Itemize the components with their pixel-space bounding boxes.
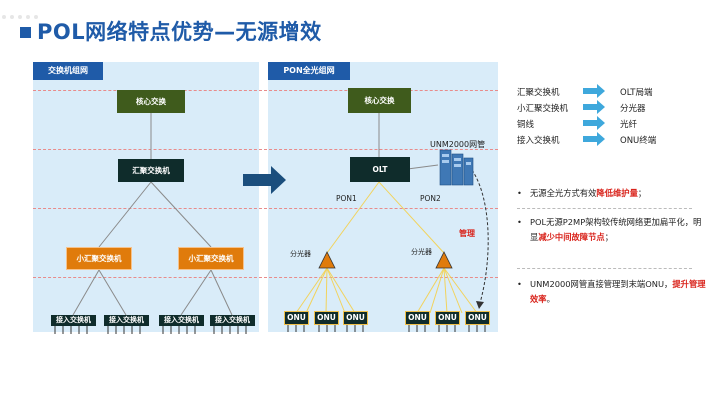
highlight-text: 提升管理效率 <box>530 279 706 304</box>
mini-aggregation-switch-node: 小汇聚交换机 <box>178 247 244 270</box>
access-switch-node: 接入交换机 <box>210 315 255 326</box>
decorative-dots-icon <box>2 15 38 19</box>
splitter-icon <box>435 251 453 269</box>
legend-from: 接入交换机 <box>517 136 560 146</box>
layer-divider <box>33 90 498 92</box>
onu-node: ONU <box>314 311 339 325</box>
legend-from: 小汇聚交换机 <box>517 104 569 114</box>
layer-divider <box>33 277 498 279</box>
onu-node: ONU <box>435 311 460 325</box>
bullet-divider <box>517 268 692 269</box>
onu-node: ONU <box>465 311 490 325</box>
bullet-item: • 无源全光方式有效降低维护量； <box>517 186 707 202</box>
legend-to: 光纤 <box>620 120 638 130</box>
legend-to: OLT局端 <box>620 88 653 98</box>
highlight-text: 降低维护量 <box>596 188 638 198</box>
bullet-dot-icon: • <box>517 217 522 227</box>
access-switch-node: 接入交换机 <box>104 315 149 326</box>
page-title: POL网络特点优势—无源增效 <box>37 20 322 44</box>
core-switch-node: 核心交换 <box>117 90 185 113</box>
bullet-dot-icon: • <box>517 279 522 289</box>
pon1-label: PON1 <box>336 194 357 203</box>
layer-divider <box>33 149 498 151</box>
splitter-icon <box>318 251 336 269</box>
aggregation-switch-node: 汇聚交换机 <box>118 159 184 182</box>
manage-label: 管理 <box>459 229 475 238</box>
bullet-dot-icon: • <box>517 188 522 198</box>
bullet-divider <box>517 208 692 209</box>
nms-server-icon <box>439 149 474 186</box>
splitter-label: 分光器 <box>411 248 432 256</box>
legend-to: 分光器 <box>620 104 646 114</box>
transform-arrow-icon <box>243 166 286 194</box>
legend-from: 铜线 <box>517 120 535 130</box>
switch-network-tab: 交换机组网 <box>33 62 103 80</box>
onu-node: ONU <box>284 311 309 325</box>
title-marker <box>20 27 31 38</box>
highlight-text: 减少中间故障节点 <box>538 232 605 242</box>
nms-label: UNM2000网管 <box>430 140 486 149</box>
legend-from: 汇聚交换机 <box>517 88 560 98</box>
bullet-item: • UNM2000网管直接管理到末端ONU，提升管理效率。 <box>517 279 706 304</box>
bullet-item: • POL无源P2MP架构较传统网络更加扁平化，明显减少中间故障节点； <box>517 217 702 242</box>
pon2-label: PON2 <box>420 194 441 203</box>
pon-core-switch-node: 核心交换 <box>348 88 411 113</box>
legend-to: ONU终端 <box>620 136 657 146</box>
mini-aggregation-switch-node: 小汇聚交换机 <box>66 247 132 270</box>
pon-network-tab: PON全光组网 <box>268 62 350 80</box>
splitter-label: 分光器 <box>290 250 311 258</box>
onu-node: ONU <box>405 311 430 325</box>
olt-node: OLT <box>350 157 410 182</box>
onu-node: ONU <box>343 311 368 325</box>
access-switch-node: 接入交换机 <box>159 315 204 326</box>
access-switch-node: 接入交换机 <box>51 315 96 326</box>
layer-divider <box>33 208 498 210</box>
